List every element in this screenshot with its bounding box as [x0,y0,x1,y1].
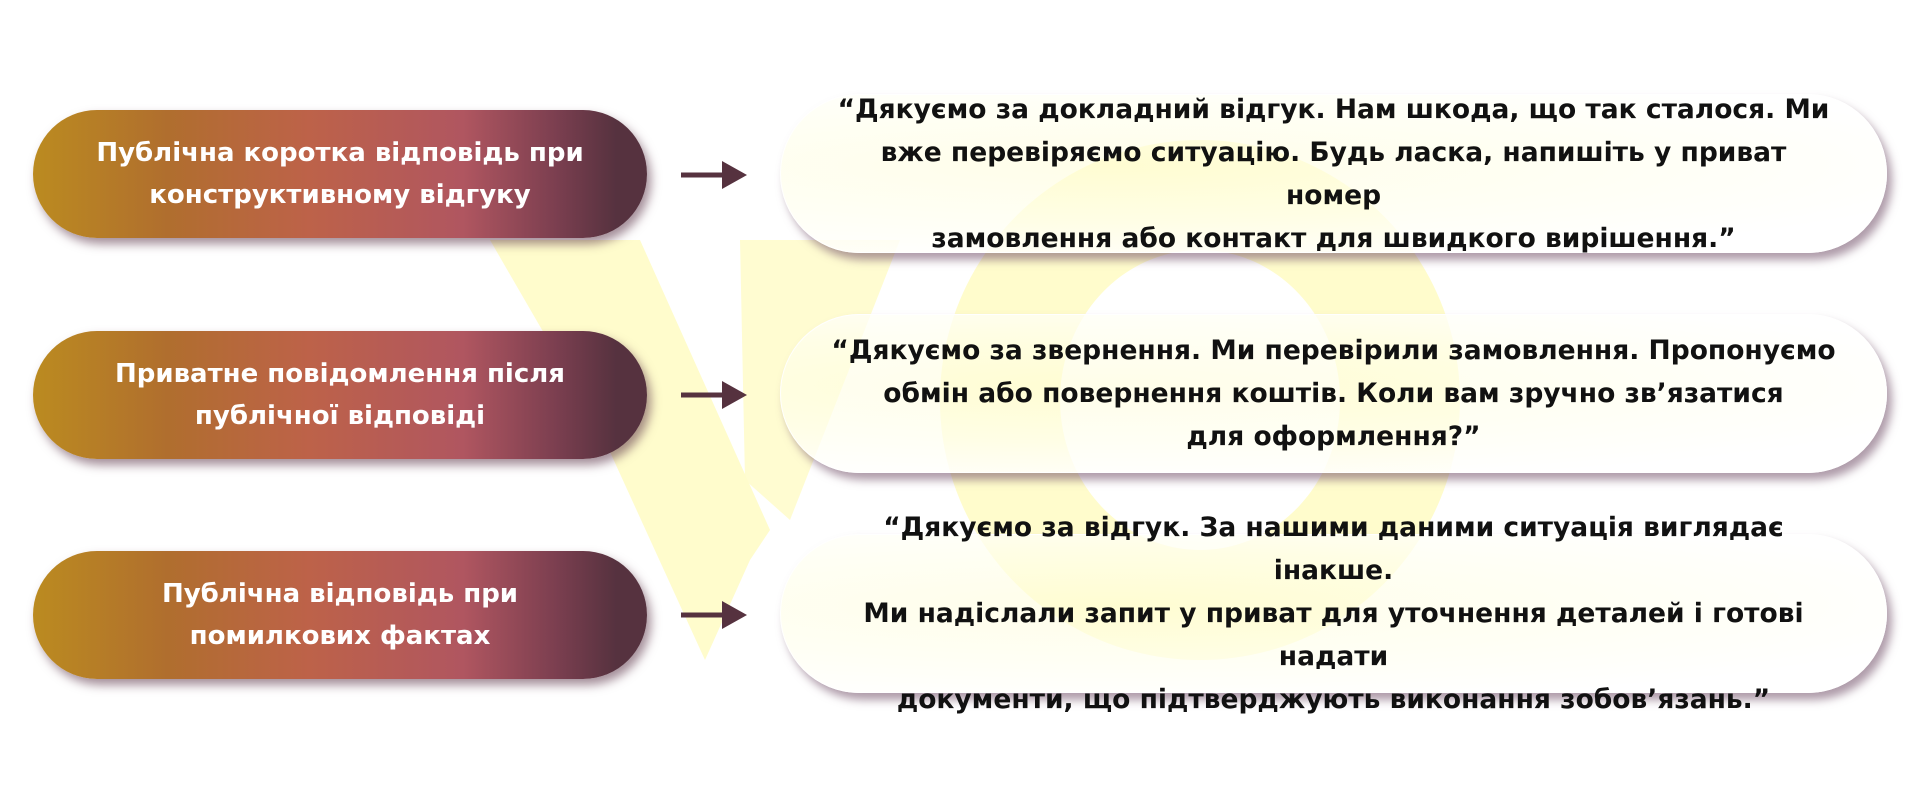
scenario-label-pill: Приватне повідомлення після публічної ві… [33,331,647,459]
scenario-label: Публічна коротка відповідь при конструкт… [96,138,584,210]
arrow-right-icon [681,161,747,189]
arrow-right-icon [681,381,747,409]
scenario-label-pill: Публічна коротка відповідь при конструкт… [33,110,647,238]
scenario-label: Публічна відповідь при помилкових фактах [161,579,519,651]
response-text: “Дякуємо за докладний відгук. Нам шкода,… [837,93,1830,254]
scenario-label-pill: Публічна відповідь при помилкових фактах [33,551,647,679]
response-text: “Дякуємо за звернення. Ми перевірили зам… [831,335,1836,452]
flow-row-3: Публічна відповідь при помилкових фактах… [0,512,1920,715]
response-text: “Дякуємо за відгук. За нашими даними сит… [863,512,1804,715]
response-bubble: “Дякуємо за докладний відгук. Нам шкода,… [780,94,1887,254]
flow-row-1: Публічна коротка відповідь при конструкт… [0,94,1920,254]
watermark-ring-shape [939,140,1460,660]
scenario-label: Приватне повідомлення після публічної ві… [115,359,565,431]
response-bubble: “Дякуємо за звернення. Ми перевірили зам… [780,314,1887,473]
response-bubble: “Дякуємо за відгук. За нашими даними сит… [780,512,1887,715]
flow-row-2: Приватне повідомлення після публічної ві… [0,314,1920,474]
arrow-right-icon [681,601,747,629]
